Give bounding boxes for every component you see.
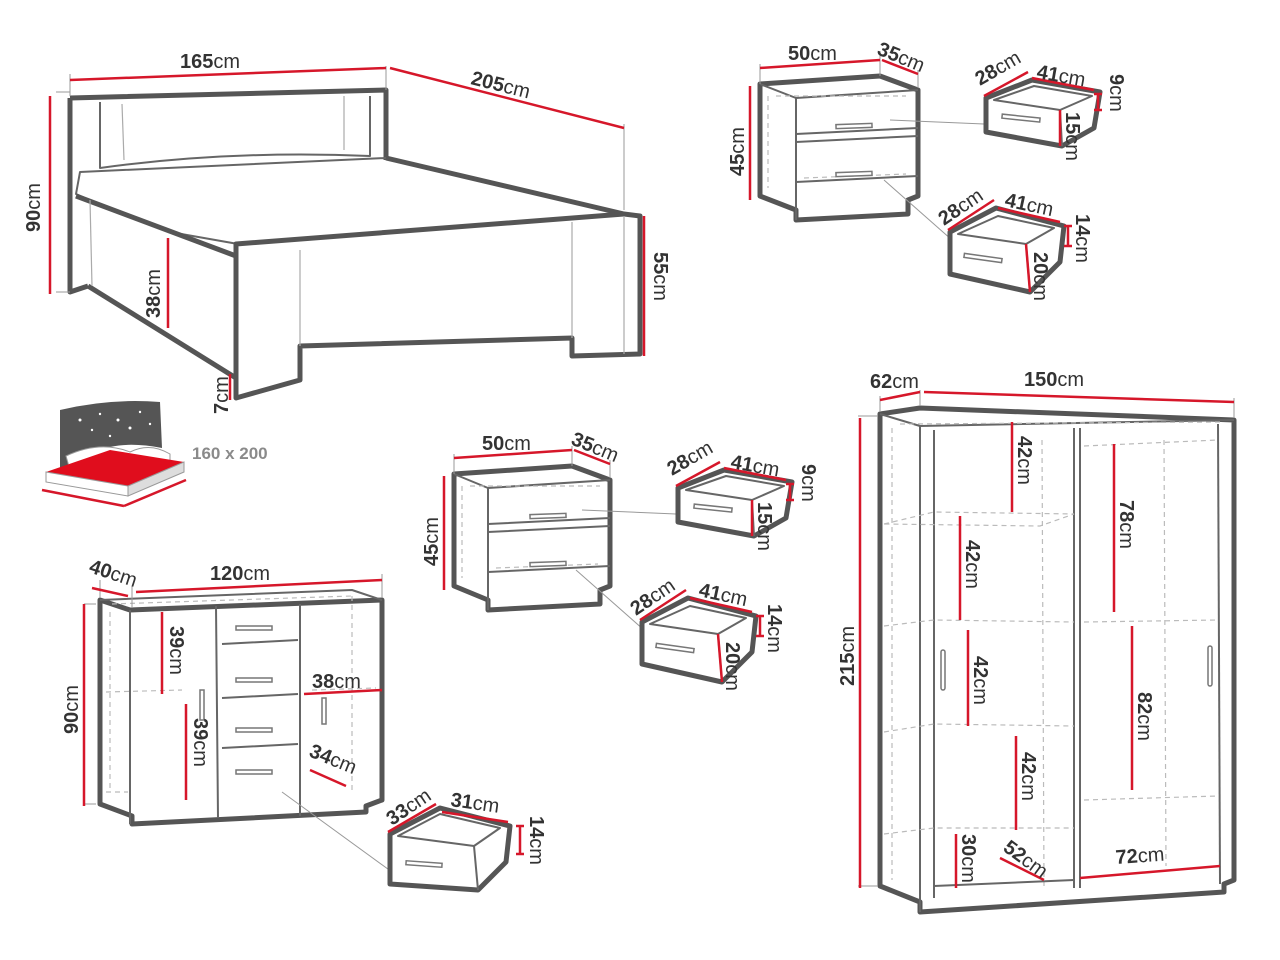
sideboard-drawer-height-dimension-line [516, 824, 524, 856]
nightstand-top-drawer1-width-label: 41cm [1035, 61, 1087, 91]
nightstand-middle-drawing [442, 446, 795, 685]
nightstand-top-width-dimension-line [759, 58, 881, 70]
nightstand-middle-drawer1-height-label: 9cm [797, 464, 819, 502]
sideboard-upper-shelf-label: 39cm [165, 626, 187, 675]
wardrobe-width-label: 150cm [1024, 369, 1084, 391]
bed-drawing [48, 66, 646, 401]
sideboard-drawer-width-dimension-line [441, 810, 509, 824]
nightstand-middle-drawer1-width-dimension-line [723, 466, 787, 482]
nightstand-top-drawer1-height-label: 9cm [1105, 74, 1127, 112]
wardrobe-drawing [858, 390, 1237, 915]
sideboard-drawing [82, 574, 524, 893]
nightstand-top-drawer2-height-label: 14cm [1071, 214, 1093, 263]
sideboard-lower-shelf-label: 39cm [189, 718, 211, 767]
nightstand-middle-drawer2-height-dimension-line [756, 614, 764, 638]
nightstand-top-drawer1-front-height-label: 15cm [1061, 112, 1083, 161]
mattress-with-pillows-icon [41, 401, 187, 508]
wardrobe-width-dimension-line [923, 390, 1235, 404]
wardrobe-hanging-upper-label: 78cm [1115, 500, 1137, 549]
nightstand-middle-width-label: 50cm [482, 433, 531, 455]
bed-headboard-height-label: 90cm [23, 183, 45, 232]
bed-width-label: 165cm [180, 51, 240, 73]
nightstand-top-drawer2-depth-dimension-line [947, 198, 995, 232]
bed-frame-height-label: 38cm [143, 269, 165, 318]
wardrobe-hanging-lower-label: 82cm [1133, 692, 1155, 741]
wardrobe-inner-depth-dimension-line [999, 856, 1045, 882]
nightstand-top-drawer1-width-dimension-line [1031, 76, 1095, 92]
bed-length-dimension-line [389, 66, 625, 130]
nightstand-middle-drawer2-front-height-label: 20cm [721, 642, 743, 691]
nightstand-middle-drawer2-front-height-dimension-line [716, 633, 724, 683]
sideboard-width-label: 120cm [210, 563, 270, 585]
wardrobe-depth-dimension-line [879, 390, 921, 402]
nightstand-middle-drawer2-width-label: 41cm [697, 579, 749, 611]
wardrobe-bottom-space-label: 30cm [957, 834, 979, 883]
bed-length-label: 205cm [469, 68, 533, 104]
nightstand-middle-drawer1-front-height-label: 15cm [753, 502, 775, 551]
wardrobe-compartment-width-label: 72cm [1115, 844, 1165, 869]
sideboard-depth-dimension-line [91, 586, 129, 598]
nightstand-top-drawer1-depth-dimension-line [983, 70, 1029, 98]
bed-width-dimension-line [69, 66, 387, 82]
sideboard-drawer-inner-depth-dimension-line [309, 768, 347, 788]
nightstand-middle-depth-label: 35cm [568, 428, 622, 467]
nightstand-middle-drawer1-width-label: 41cm [729, 451, 781, 481]
nightstand-top-drawer1-height-dimension-line [1094, 92, 1102, 112]
wardrobe-shelf1-label: 42cm [1013, 436, 1035, 485]
sideboard-drawer-width-label: 31cm [449, 789, 501, 818]
sideboard-height-label: 90cm [61, 685, 83, 734]
nightstand-top-drawer2-front-height-label: 20cm [1029, 252, 1051, 301]
nightstand-top-depth-dimension-line [881, 58, 919, 76]
nightstand-top-drawing [748, 56, 1103, 295]
wardrobe-depth-label: 62cm [870, 371, 919, 393]
wardrobe-shelf2-label: 42cm [961, 540, 983, 589]
bed-leg-height-label: 7cm [211, 376, 233, 414]
sideboard-drawer-height-label: 14cm [525, 816, 547, 865]
wardrobe-inner-depth-label: 52cm [999, 836, 1052, 883]
nightstand-middle-width-dimension-line [453, 448, 573, 460]
sideboard-depth-label: 40cm [86, 556, 139, 592]
sideboard-drawer-depth-dimension-line [387, 802, 437, 834]
nightstand-top-drawer2-height-dimension-line [1064, 224, 1072, 248]
nightstand-middle-drawer1-depth-dimension-line [675, 460, 721, 488]
nightstand-top-drawer2-width-label: 41cm [1003, 189, 1055, 221]
nightstand-middle-height-label: 45cm [421, 517, 443, 566]
wardrobe-shelf3-label: 42cm [969, 656, 991, 705]
sideboard-compartment-width-label: 38cm [312, 671, 361, 693]
nightstand-top-drawer2-front-height-dimension-line [1024, 243, 1032, 293]
sideboard-width-dimension-line [135, 578, 383, 594]
nightstand-middle-depth-dimension-line [573, 448, 611, 466]
wardrobe-compartment-width-dimension-line [1079, 864, 1221, 880]
nightstand-middle-drawer2-width-dimension-line [689, 596, 753, 614]
bed-footboard-height-label: 55cm [649, 252, 671, 301]
nightstand-top-depth-label: 35cm [874, 38, 928, 77]
nightstand-top-height-label: 45cm [727, 127, 749, 176]
wardrobe-height-label: 215cm [837, 626, 859, 686]
wardrobe-shelf4-label: 42cm [1017, 752, 1039, 801]
mattress-size-label: 160 x 200 [192, 444, 268, 463]
nightstand-middle-drawer1-height-dimension-line [786, 482, 794, 502]
nightstand-middle-drawer2-height-label: 14cm [763, 604, 785, 653]
nightstand-middle-drawer2-depth-dimension-line [639, 588, 687, 622]
nightstand-top-drawer2-width-dimension-line [997, 206, 1061, 224]
nightstand-top-width-label: 50cm [788, 43, 837, 65]
sideboard-compartment-width-dimension-line [303, 688, 383, 696]
